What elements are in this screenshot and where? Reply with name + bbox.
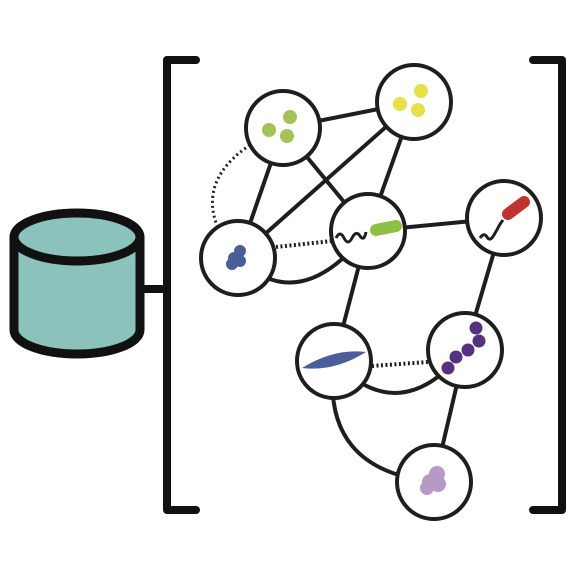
dotted-edges bbox=[210, 143, 429, 368]
database-body bbox=[9, 232, 145, 359]
node-coccus-blue bbox=[199, 219, 277, 297]
left-bracket-icon bbox=[163, 56, 200, 514]
node-coccus-yellow bbox=[375, 63, 453, 141]
node-spirillum-green bbox=[329, 192, 407, 270]
coccus-cluster-icon bbox=[393, 84, 428, 117]
edge bbox=[236, 100, 416, 260]
dotted-edge bbox=[210, 143, 251, 229]
node-coccus-green bbox=[244, 89, 322, 167]
node-spirillum-red bbox=[465, 179, 543, 257]
fusiform-bacterium-icon bbox=[302, 351, 366, 369]
node-coccus-lilac bbox=[395, 443, 473, 521]
right-bracket-icon bbox=[529, 56, 566, 514]
dotted-edge bbox=[275, 239, 333, 249]
node-streptococcus-purple bbox=[426, 311, 504, 389]
network-nodes bbox=[199, 63, 543, 521]
database-cylinder-icon bbox=[9, 208, 145, 359]
database-top bbox=[9, 208, 145, 266]
coccus-cluster-icon bbox=[262, 110, 297, 143]
node-fusiform-blue bbox=[295, 322, 373, 400]
dotted-edge bbox=[371, 360, 429, 368]
flagellated-bacillus-icon bbox=[478, 196, 530, 241]
coccus-cluster-icon bbox=[420, 466, 446, 495]
flagellated-bacillus-icon bbox=[334, 220, 402, 244]
streptococcus-chain-icon bbox=[441, 321, 486, 375]
coccus-cluster-icon bbox=[226, 245, 246, 270]
